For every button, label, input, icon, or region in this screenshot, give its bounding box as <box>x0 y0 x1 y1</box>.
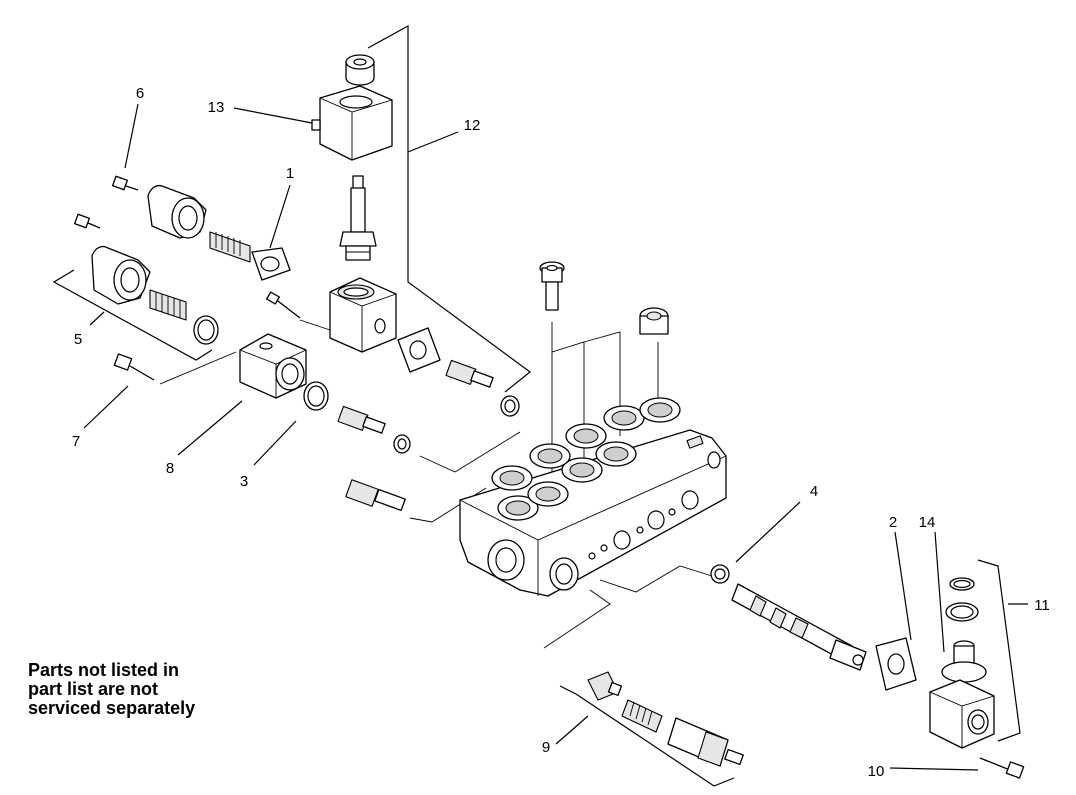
callout-14: 14 <box>919 514 936 531</box>
gasket-1 <box>251 247 291 281</box>
o-ring-upper-right <box>500 395 520 417</box>
relief-spring-upper <box>209 231 251 263</box>
cartridge-valve-middle <box>337 405 386 434</box>
spool-cap-assembly <box>929 577 995 749</box>
callout-6: 6 <box>136 85 144 102</box>
callout-8: 8 <box>166 460 174 477</box>
relief-cap-lower <box>91 245 151 305</box>
body-ports <box>491 397 681 521</box>
leader-lines <box>52 24 1028 787</box>
gasket-center <box>397 327 441 373</box>
adapter-block-8 <box>239 333 307 399</box>
relief-assembly-9 <box>587 671 744 767</box>
o-ring-middle <box>393 434 411 454</box>
plug-right <box>639 307 669 335</box>
callout-10: 10 <box>868 763 885 780</box>
solenoid-valve-body <box>266 277 397 353</box>
service-note-line-3: serviced separately <box>28 698 196 718</box>
valve-spool <box>731 583 867 671</box>
callout-9: 9 <box>542 739 550 756</box>
cartridge-valve-lower <box>345 479 406 512</box>
service-note: Parts not listed in part list are not se… <box>28 661 268 718</box>
solenoid-stem <box>339 175 377 261</box>
o-ring-3 <box>303 381 329 411</box>
callout-7: 7 <box>72 433 80 450</box>
callout-11: 11 <box>1034 597 1050 614</box>
service-note-line-2: part list are not <box>28 679 159 699</box>
relief-spring-lower <box>149 289 187 321</box>
solenoid-coil <box>311 54 393 161</box>
callout-3: 3 <box>240 473 248 490</box>
callout-12: 12 <box>464 117 481 134</box>
relief-cap-upper <box>147 184 207 239</box>
cap-screw-6 <box>112 175 139 191</box>
callout-1: 1 <box>286 165 294 182</box>
plug-top <box>539 261 565 311</box>
callout-13: 13 <box>208 99 225 116</box>
cartridge-valve-upper <box>445 359 494 388</box>
cap-screw-10 <box>979 757 1025 779</box>
o-ring-4 <box>710 564 730 584</box>
callout-5: 5 <box>74 331 82 348</box>
gasket-2 <box>875 637 917 691</box>
main-valve-body <box>459 397 727 597</box>
cap-screw-7 <box>113 353 155 381</box>
cap-screw-upper <box>74 213 101 229</box>
service-note-line-1: Parts not listed in <box>28 660 180 680</box>
o-ring-lower-left <box>193 315 219 345</box>
callout-labels: 1 2 3 4 5 6 7 8 9 10 11 12 13 14 <box>72 85 1050 780</box>
callout-4: 4 <box>810 483 818 500</box>
callout-2: 2 <box>889 514 897 531</box>
